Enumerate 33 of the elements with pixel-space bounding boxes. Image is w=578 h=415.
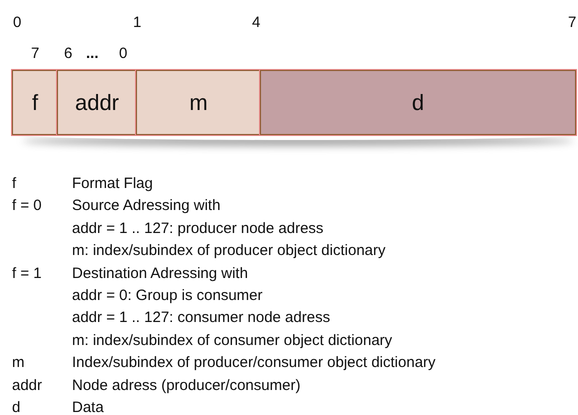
bit-number: 7	[31, 45, 40, 62]
symbol-term: f = 0	[12, 197, 42, 214]
field-box	[260, 70, 576, 135]
bit-number: 6	[64, 45, 72, 62]
field-name: addr	[74, 90, 120, 116]
symbol-term: f = 1	[12, 264, 42, 282]
byte-number: 1	[133, 14, 142, 31]
field-name: d	[412, 90, 424, 116]
byte-number: 7	[568, 14, 576, 31]
field-box	[57, 70, 137, 135]
definition-text: Format Flag	[72, 175, 153, 192]
ellipsis: ...	[86, 45, 99, 62]
definition-text: Data	[72, 399, 104, 415]
field-box	[12, 70, 58, 135]
definition-text: Node adress (producer/consumer)	[72, 376, 300, 394]
byte-number: 0	[13, 14, 22, 31]
field-name: m	[189, 90, 208, 116]
symbol-term: d	[12, 399, 20, 415]
field-box	[136, 70, 261, 135]
field-name: f	[32, 90, 38, 116]
definition-text: Destination Adressing with	[72, 264, 248, 282]
definition-text: m: index/subindex of producer object dictionary	[72, 242, 386, 260]
definition-text: addr = 0: Group is consumer	[72, 287, 263, 304]
definition-text: addr = 1 .. 127: producer node adress	[72, 220, 324, 237]
symbol-term: f	[12, 175, 16, 192]
symbol-term: addr	[12, 376, 42, 394]
definition-text: Source Adressing with	[72, 197, 220, 214]
symbol-term: m	[12, 354, 24, 372]
byte-number: 4	[252, 14, 260, 31]
definition-text: Index/subindex of producer/consumer object dictionary	[72, 354, 436, 372]
definition-text: m: index/subindex of consumer object dictionary	[72, 332, 392, 349]
definition-text: addr = 1 .. 127: consumer node adress	[72, 309, 330, 326]
bit-number: 0	[119, 45, 128, 62]
